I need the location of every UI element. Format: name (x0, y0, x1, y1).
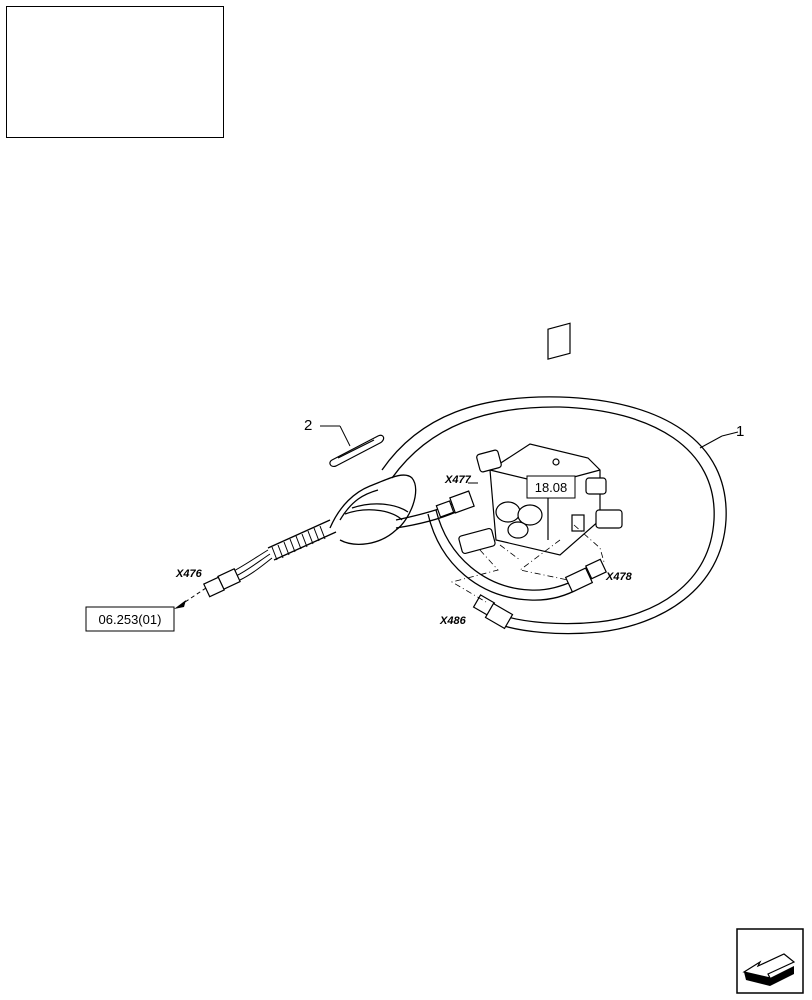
x478-connector (564, 558, 608, 593)
label-x478: X478 (605, 571, 633, 583)
alignment-lines (450, 524, 605, 603)
valve-block (458, 322, 623, 556)
back-nav-button[interactable] (736, 928, 804, 994)
label-x486: X486 (439, 615, 467, 627)
x476-connector (202, 568, 241, 598)
ref-box-valve[interactable]: 18.08 (526, 475, 576, 499)
x476-leads (231, 549, 273, 581)
label-x476: X476 (175, 568, 203, 580)
ref-box-harness[interactable]: 06.253(01) (85, 606, 175, 632)
x477-connector (435, 490, 475, 518)
title-block (6, 6, 224, 138)
cable-tie-part (329, 434, 385, 467)
ref-harness-text[interactable]: 06.253(01) (99, 612, 162, 627)
callout-leaders (320, 425, 739, 484)
reference-arrow (174, 587, 207, 609)
ref-valve-text[interactable]: 18.08 (535, 480, 568, 495)
arrow-left-icon (736, 928, 804, 994)
callout-1: 1 (736, 423, 744, 440)
corrugated-sleeve (271, 525, 326, 561)
harness-cable (267, 396, 727, 635)
label-x477: X477 (444, 474, 472, 486)
x486-connector (472, 594, 514, 630)
callout-2: 2 (304, 417, 312, 434)
